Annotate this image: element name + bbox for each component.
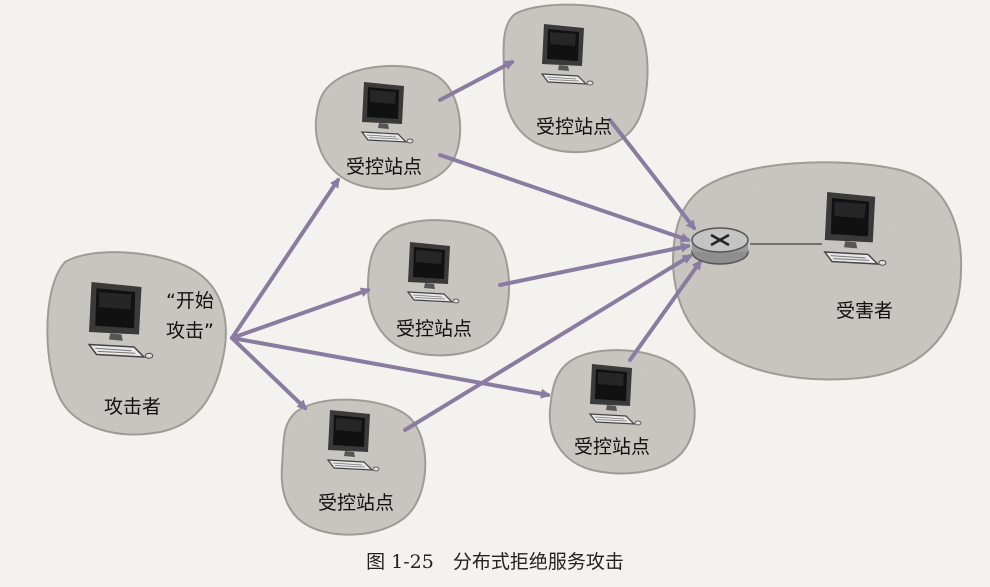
- arrow-zombie-2-victim: [608, 118, 696, 231]
- victim-cloud: [672, 161, 963, 381]
- zombie-cloud-4: [548, 349, 696, 475]
- attack-command-label: “开始 攻击”: [166, 290, 214, 342]
- arrow-attacker-zombie-4: [230, 336, 551, 399]
- arrow-zombie-1-zombie-2: [438, 60, 515, 102]
- figure-caption: 图 1-25 分布式拒绝服务攻击: [366, 551, 624, 573]
- attacker-label: 攻击者: [104, 396, 162, 418]
- router-icon: [691, 227, 749, 265]
- arrow-attacker-zombie-3: [230, 287, 371, 340]
- zombie-1-label: 受控站点: [346, 156, 423, 178]
- arrow-zombie-5-victim: [403, 254, 693, 432]
- arrow-zombie-3-victim: [498, 242, 691, 287]
- zombie-3-label: 受控站点: [396, 318, 473, 340]
- arrow-attacker-zombie-5: [230, 336, 308, 411]
- attack-arrows: [230, 60, 702, 432]
- victim-label: 受害者: [836, 300, 894, 322]
- zombie-5-label: 受控站点: [318, 492, 395, 514]
- arrow-attacker-zombie-1: [230, 177, 340, 340]
- zombie-4-label: 受控站点: [574, 436, 651, 458]
- zombie-2-label: 受控站点: [536, 116, 613, 138]
- arrow-zombie-1-victim: [438, 153, 691, 243]
- arrow-zombie-4-victim: [628, 259, 702, 362]
